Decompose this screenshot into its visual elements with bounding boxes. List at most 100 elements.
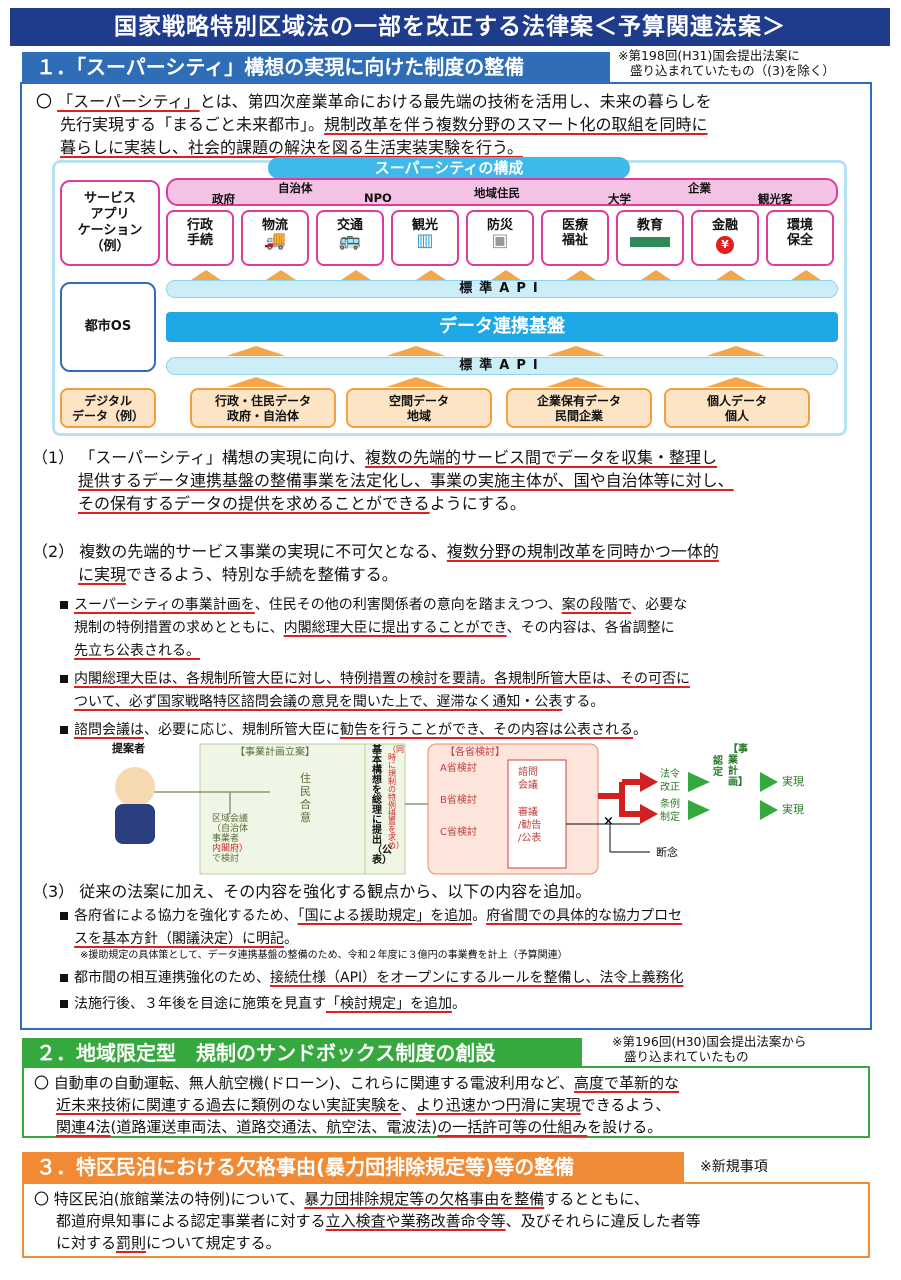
- digital-data-l2: データ（例）: [71, 409, 144, 423]
- data-company: 企業保有データ民間企業: [506, 388, 652, 428]
- data-company-l2: 民間企業: [554, 409, 603, 423]
- intro-underline2: 規制改革を伴う複数分野のスマート化の取組を同時に: [324, 115, 708, 134]
- s2-l3b: (道路運送車両法、道路交通法、航空法、電波法): [110, 1118, 438, 1136]
- p1-underline2: 提供するデータ連携基盤の整備事業を法定化し、事業の実施主体が、国や自治体等に対し…: [78, 471, 734, 490]
- yen-icon: ¥: [716, 236, 734, 254]
- p2-b1d: 、必要な: [631, 597, 688, 613]
- flow-council: 区域会議 （自治体 事業者 内閣府） で検討: [212, 814, 248, 864]
- flow-ok-mark: ○: [603, 780, 613, 793]
- digital-data-l1: デジタル: [84, 394, 132, 408]
- flow-law-change: 法令改正: [660, 768, 680, 794]
- tile-medical-l1: 医療: [561, 218, 588, 233]
- intro-underline3: 暮らしに実装し、社会的課題の解決を図る生活実装実験を行う。: [60, 138, 524, 157]
- section3-box: [22, 1182, 870, 1258]
- bullet-icon: [60, 1000, 68, 1008]
- actor-residents: 地域住民: [474, 186, 520, 200]
- tile-admin: 行政手続: [166, 210, 234, 266]
- bullet-icon: [60, 974, 68, 982]
- tile-disaster-l1: 防災: [486, 218, 513, 233]
- s3-l2c: 、及びそれらに違反した者等: [505, 1212, 701, 1230]
- flow-approval: 認定: [713, 756, 723, 778]
- p2-text2: できるよう、特別な手続を整備する。: [126, 565, 398, 584]
- section1-box: [20, 82, 872, 1030]
- tile-transport: 交通🚌: [316, 210, 384, 266]
- flowchart-graphics: [115, 743, 778, 875]
- tile-admin-l2: 手続: [186, 233, 213, 248]
- p1-text1: 「スーパーシティ」構想の実現に向け、: [79, 448, 366, 467]
- bus-icon: 🚌: [338, 230, 362, 251]
- section3-heading: ３．特区民泊における欠格事由(暴力団排除規定等)等の整備: [22, 1152, 684, 1182]
- tile-environment: 環境保全: [766, 210, 834, 266]
- tile-environment-l1: 環境: [786, 218, 813, 233]
- diagram-title: スーパーシティの構成: [268, 157, 630, 179]
- tile-transport-l1: 交通: [336, 218, 363, 233]
- s2-l3d: を設ける。: [587, 1118, 663, 1136]
- bullet-icon: [60, 675, 68, 683]
- p3-b1b: 「国による援助規定」を追加: [297, 908, 473, 924]
- s3-l2a: 都道府県知事による認定事業者に対する: [56, 1212, 326, 1230]
- s3-l1b: 暴力団排除規定等の欠格事由を整備: [304, 1190, 545, 1208]
- flow-council-l2: （自治体: [212, 824, 249, 834]
- flow-result-1: 実現: [782, 775, 804, 788]
- s2-l2b: 、: [401, 1096, 417, 1114]
- s2-l2c: より迅速かつ円滑に実現: [416, 1096, 581, 1114]
- flow-council-l5: で検討: [212, 854, 240, 864]
- section2-note: ※第196回(H30)国会提出法案から 盛り込まれていたもの: [612, 1034, 806, 1064]
- section1-note-line2: 盛り込まれていたもの（(3)を除く）: [630, 63, 835, 78]
- section3-note: ※新規事項: [700, 1159, 768, 1175]
- section1-intro: 〇 「スーパーシティ」とは、第四次産業革命における最先端の技術を活用し、未来の暮…: [36, 90, 856, 159]
- flow-residents-4: 意: [300, 811, 311, 824]
- p1-underline3: その保有するデータの提供を求めることができる: [78, 494, 430, 513]
- section1-heading: １．「スーパーシティ」構想の実現に向けた制度の整備: [22, 52, 610, 82]
- intro-text2: 先行実現する「まるごと未来都市」。: [60, 115, 325, 134]
- p3-bullets: 各府省による協力を強化するため、「国による援助規定」を追加。府省間での具体的な協…: [60, 906, 860, 1014]
- flow-ministry-label: 【各省検討】: [445, 747, 505, 758]
- tile-logistics: 物流🚚: [241, 210, 309, 266]
- building-icon: ▥: [416, 230, 434, 251]
- p1-text2: ようにする。: [429, 494, 526, 513]
- flow-council-l4: 内閣府）: [212, 844, 249, 854]
- process-flowchart: 提案者 【事業計画立案】 区域会議 （自治体 事業者 内閣府） で検討 住 民 …: [100, 742, 820, 880]
- p3-b3c: 。: [452, 996, 466, 1012]
- s3-l1c: するとともに、: [544, 1190, 649, 1208]
- intro-mark: 〇: [36, 92, 53, 111]
- data-spatial-l1: 空間データ: [388, 394, 449, 408]
- p2-b1a: スーパーシティの事業計画を: [74, 597, 255, 613]
- p2-num: （2）: [32, 542, 75, 561]
- p2-b2d: する。: [562, 694, 605, 710]
- paragraph-3: （3） 従来の法案に加え、その内容を強化する観点から、以下の内容を追加。: [32, 880, 872, 903]
- service-app-box: サービス アプリ ケーション （例）: [60, 180, 160, 266]
- data-personal: 個人データ個人: [664, 388, 810, 428]
- blackboard-icon: [630, 237, 670, 247]
- flow-cb-1: 諮問: [518, 767, 538, 778]
- tile-medical-l2: 福祉: [561, 233, 588, 248]
- p2-b3b: 、必要に応じ、規制所管大臣に: [144, 722, 340, 738]
- city-os-box: 都市OS: [60, 282, 156, 372]
- p1-num: （1）: [32, 448, 75, 467]
- tile-finance: 金融 ¥: [691, 210, 759, 266]
- flow-residents-1: 住: [300, 772, 311, 785]
- s3-l3c: について規定する。: [146, 1234, 281, 1252]
- flow-ministry-b: B省検討: [440, 795, 477, 806]
- actor-tourists: 観光客: [758, 192, 793, 206]
- p2-underline2: に実現: [78, 565, 127, 584]
- tile-finance-l1: 金融: [711, 218, 738, 233]
- p3-b1f: 。: [284, 931, 298, 947]
- tile-education-l1: 教育: [636, 218, 663, 233]
- service-box-line3: ケーション: [77, 223, 143, 238]
- flow-plan2: 【事業計画】: [728, 744, 748, 788]
- p3-text1: 従来の法案に加え、その内容を強化する観点から、以下の内容を追加。: [79, 882, 592, 901]
- data-spatial-l2: 地域: [406, 409, 431, 423]
- flow-ord-1: 条例: [660, 799, 680, 810]
- up-arrows-middle: [226, 346, 766, 356]
- flow-ministry-c: C省検討: [440, 827, 477, 838]
- s2-l1a: 〇 自動車の自動運転、無人航空機(ドローン)、これらに関連する電波利用など、: [34, 1074, 574, 1092]
- standard-api-top: 標準API: [166, 280, 838, 298]
- data-company-l1: 企業保有データ: [536, 394, 621, 408]
- intro-supercity: 「スーパーシティ」: [57, 92, 200, 111]
- section1-note: ※第198回(H31)国会提出法案に 盛り込まれていたもの（(3)を除く）: [618, 48, 835, 78]
- data-personal-l1: 個人データ: [706, 394, 767, 408]
- tile-environment-l2: 保全: [786, 233, 813, 248]
- flow-cb-2: 会議: [518, 780, 538, 791]
- section3-text: 〇 特区民泊(旅館業法の特例)について、暴力団排除規定等の欠格事由を整備するとと…: [34, 1188, 864, 1254]
